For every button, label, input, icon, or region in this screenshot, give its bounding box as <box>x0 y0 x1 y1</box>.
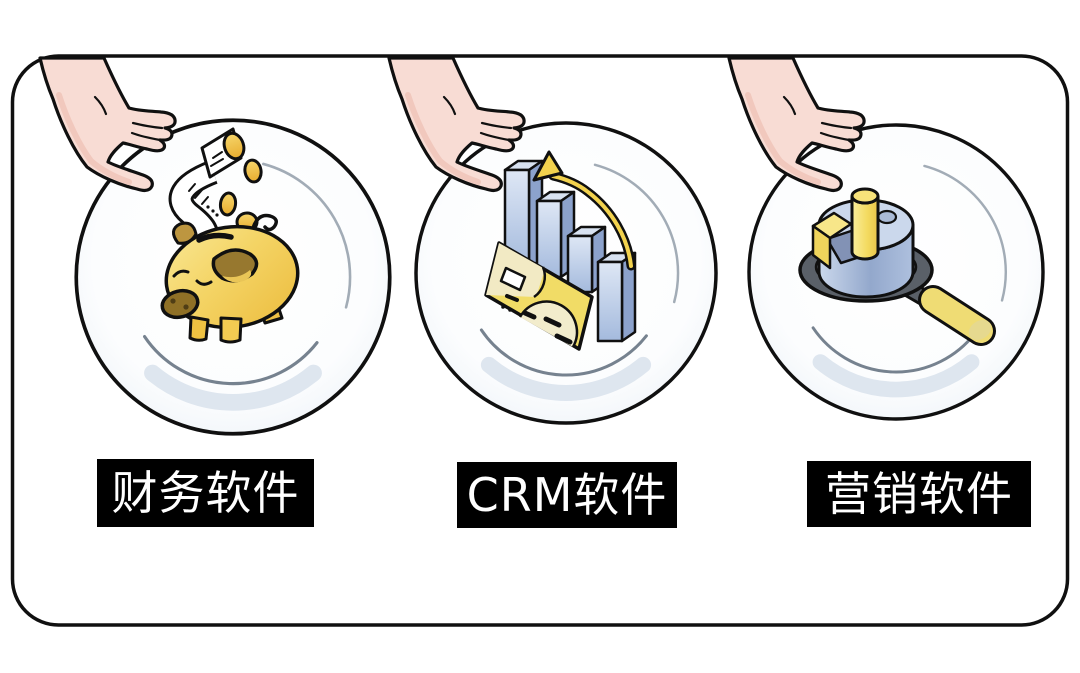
growth-arrow-icon <box>532 150 636 271</box>
label-finance-software: 财务软件 <box>97 459 314 527</box>
frame-border <box>10 54 1070 627</box>
label-crm-software: CRM软件 <box>457 462 677 528</box>
pie-chart-icon <box>811 187 915 299</box>
credit-card-icon <box>484 241 594 351</box>
piggy-bank-icon <box>160 213 300 344</box>
falling-coins-icon <box>218 131 263 233</box>
label-marketing-software: 营销软件 <box>807 461 1031 527</box>
